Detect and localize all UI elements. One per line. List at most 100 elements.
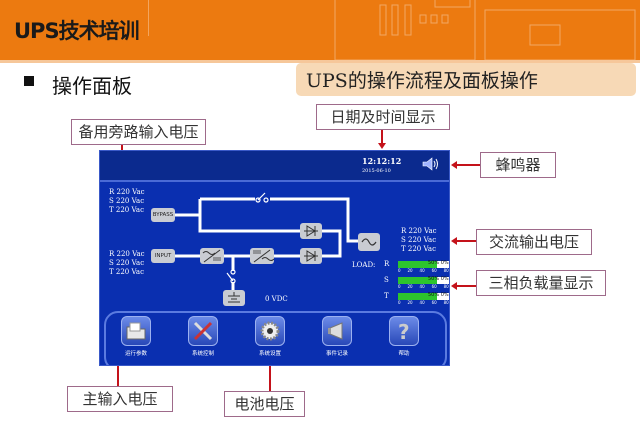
- tick-label: 20: [407, 300, 413, 305]
- load-phase-label: T: [384, 292, 389, 300]
- callout-battery-voltage: 电池电压: [224, 391, 305, 417]
- input-button[interactable]: INPUT: [151, 249, 175, 263]
- dock-button-2[interactable]: 系统控制: [183, 316, 223, 357]
- tick-label: 0: [398, 300, 401, 305]
- load-bar: 50% 0%: [398, 292, 449, 300]
- tick-label: 40: [419, 300, 425, 305]
- megaphone-icon[interactable]: [322, 316, 352, 346]
- arrow-head-left-icon: [451, 282, 457, 290]
- load-bar: 50% 0%: [398, 276, 449, 284]
- arrow-head-left-icon: [451, 237, 457, 245]
- load-phase-label: R: [384, 260, 390, 268]
- output-voltage-r: R 220 Vac: [401, 227, 437, 235]
- bullet-square-icon: [24, 76, 34, 86]
- dock-button-3[interactable]: 系统设置: [250, 316, 290, 357]
- tick-label: 60: [431, 284, 437, 289]
- load-scale-ticks: 020406080100120: [398, 300, 449, 305]
- tick-label: 40: [419, 284, 425, 289]
- dock-button-5[interactable]: ? 帮助: [384, 316, 424, 357]
- dock-button-1[interactable]: 运行参数: [116, 316, 156, 357]
- buzzer-speaker-icon[interactable]: [422, 157, 440, 171]
- bypass-voltage-s: S 220 Vac: [109, 197, 145, 205]
- callout-arrow: [456, 285, 476, 287]
- clock-date: 2015-06-10: [362, 168, 391, 174]
- dock-label: 系统设置: [258, 351, 281, 357]
- section-title: 操作面板: [52, 74, 132, 98]
- tick-label: 60: [431, 300, 437, 305]
- bypass-thyristor-icon[interactable]: [300, 223, 322, 239]
- callout-arrow: [456, 240, 476, 242]
- inverter-thyristor-icon[interactable]: [300, 248, 322, 264]
- callout-ac-output-voltage: 交流输出电压: [476, 229, 592, 255]
- tick-label: 20: [407, 268, 413, 273]
- svg-text:?: ?: [398, 320, 410, 342]
- tick-label: 20: [407, 284, 413, 289]
- load-label: LOAD:: [352, 261, 376, 269]
- folder-icon[interactable]: [121, 316, 151, 346]
- callout-arrow: [381, 130, 383, 144]
- tick-label: 80: [443, 300, 449, 305]
- input-voltage-r: R 220 Vac: [109, 250, 145, 258]
- load-bar-fill: [398, 293, 437, 300]
- arrow-head-down-icon: [378, 143, 386, 149]
- load-percent-text: 50% 0%: [428, 292, 449, 298]
- tick-label: 0: [398, 268, 401, 273]
- bypass-voltage-t: T 220 Vac: [109, 206, 144, 214]
- header-title: UPS技术培训: [14, 19, 140, 43]
- tick-label: 60: [431, 268, 437, 273]
- help-icon[interactable]: ?: [389, 316, 419, 346]
- load-bar: 50% 0%: [398, 260, 449, 268]
- inverter-icon[interactable]: [250, 248, 274, 264]
- bypass-button[interactable]: BYPASS: [151, 208, 175, 222]
- callout-datetime-display: 日期及时间显示: [316, 104, 450, 130]
- load-scale-ticks: 020406080100120: [398, 284, 449, 289]
- tools-icon[interactable]: [188, 316, 218, 346]
- arrow-head-left-icon: [451, 161, 457, 169]
- topic-banner-text: UPS的操作流程及面板操作: [306, 70, 538, 92]
- gear-icon[interactable]: [255, 316, 285, 346]
- callout-main-input-voltage: 主输入电压: [67, 386, 173, 412]
- screen-topbar: 12:12:12 2015-06-10: [100, 151, 449, 182]
- tick-label: 0: [398, 284, 401, 289]
- tick-label: 80: [443, 268, 449, 273]
- switch-icon: [226, 192, 269, 284]
- callout-arrow: [456, 164, 480, 166]
- rectifier-icon[interactable]: [200, 248, 224, 264]
- tick-label: 40: [419, 268, 425, 273]
- load-percent-text: 50% 0%: [428, 276, 449, 282]
- callout-buzzer: 蜂鸣器: [480, 152, 556, 178]
- dock-label: 事件记录: [325, 351, 348, 357]
- topic-banner: UPS的操作流程及面板操作: [296, 63, 636, 96]
- tick-label: 80: [443, 284, 449, 289]
- load-bar-fill: [398, 277, 437, 284]
- clock-time: 12:12:12: [362, 156, 402, 166]
- output-voltage-t: T 220 Vac: [401, 245, 436, 253]
- ups-cabinet-illustration-icon: [334, 0, 636, 60]
- load-phase-label: S: [384, 276, 389, 284]
- battery-voltage-readout: 0 VDC: [265, 295, 288, 303]
- ac-output-icon[interactable]: [358, 233, 380, 251]
- dock-label: 帮助: [398, 351, 410, 357]
- header-shadow: [0, 60, 640, 63]
- header-divider: [148, 0, 149, 36]
- battery-icon[interactable]: [223, 290, 245, 306]
- bypass-voltage-r: R 220 Vac: [109, 188, 145, 196]
- load-row-s: S50% 0%020406080100120: [384, 276, 449, 291]
- load-row-t: T50% 0%020406080100120: [384, 292, 449, 307]
- slide-header: UPS技术培训: [0, 0, 640, 60]
- callout-bypass-input-voltage: 备用旁路输入电压: [71, 119, 206, 145]
- dock-button-4[interactable]: 事件记录: [317, 316, 357, 357]
- dock-label: 运行参数: [124, 351, 147, 357]
- input-voltage-s: S 220 Vac: [109, 259, 145, 267]
- load-row-r: R50% 0%020406080100120: [384, 260, 449, 275]
- input-voltage-t: T 220 Vac: [109, 268, 144, 276]
- dock-label: 系统控制: [191, 351, 214, 357]
- load-bar-fill: [398, 261, 437, 268]
- load-percent-text: 50% 0%: [428, 260, 449, 266]
- callout-three-phase-load: 三相负载量显示: [476, 270, 606, 296]
- load-scale-ticks: 020406080100120: [398, 268, 449, 273]
